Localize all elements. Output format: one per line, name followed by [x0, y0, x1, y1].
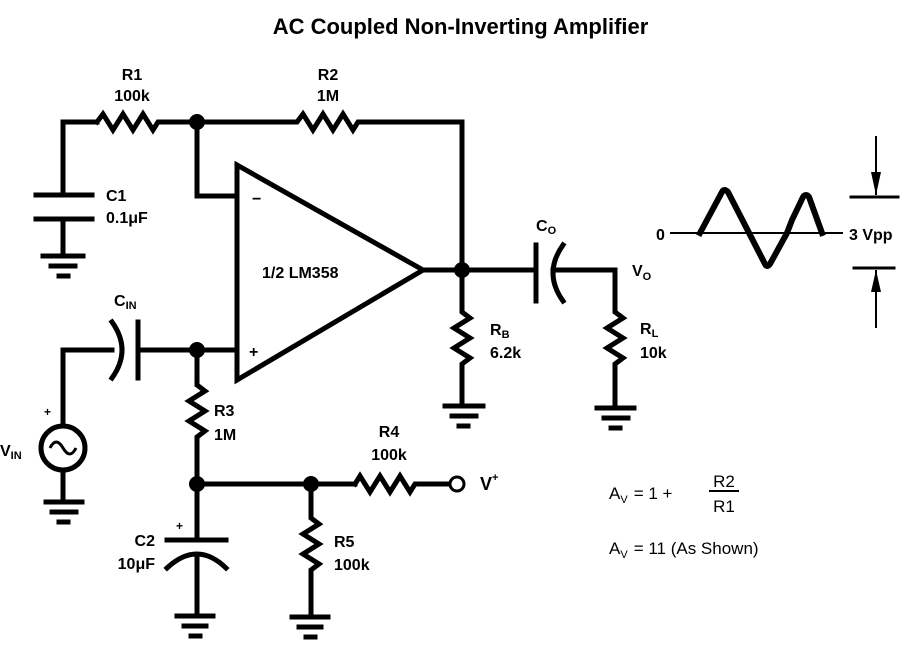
r2-value: 1M [317, 88, 339, 105]
c1-value: 0.1μF [106, 210, 148, 227]
rl-value: 10k [640, 345, 667, 362]
diagram-title: AC Coupled Non-Inverting Amplifier [272, 14, 649, 39]
opamp [234, 160, 428, 385]
opamp-inverting-sign: − [252, 191, 261, 208]
r1-value: 100k [114, 88, 150, 105]
vplus-terminal[interactable] [448, 475, 466, 493]
gain-numerator: R2 [713, 472, 735, 491]
vin-label: VIN [0, 443, 22, 462]
amplitude-dimension-arrows [849, 136, 900, 328]
r3-name: R3 [214, 403, 235, 420]
resistor-r2 [194, 109, 465, 273]
c2-value: 10μF [118, 556, 156, 573]
ground-icon [174, 613, 216, 639]
opamp-label: 1/2 LM358 [262, 265, 339, 282]
r4-value: 100k [371, 447, 407, 464]
r3-value: 1M [214, 427, 236, 444]
svg-text:AV= 11 (As Shown): AV= 11 (As Shown) [609, 539, 759, 561]
waveform-amplitude-label: 3 Vpp [849, 227, 893, 244]
gain-value: AV= 11 (As Shown) [609, 539, 759, 561]
cin-name: CIN [114, 293, 137, 312]
opamp-noninverting-sign: + [249, 344, 258, 361]
co-name: CO [536, 218, 557, 237]
resistor-r3 [184, 347, 210, 487]
ac-source-icon [38, 423, 88, 503]
r5-value: 100k [334, 557, 370, 574]
svg-text:AV= 1 +: AV= 1 + [609, 484, 673, 506]
wire-inverting-input [194, 119, 240, 199]
ground-icon [442, 403, 486, 429]
resistor-r5 [298, 481, 324, 619]
resistor-r4 [351, 471, 453, 497]
resistor-r1 [93, 109, 200, 135]
r5-name: R5 [334, 534, 355, 551]
c2-polarity: + [176, 519, 183, 533]
vplus-label: V+ [480, 472, 498, 494]
r2-name: R2 [318, 67, 339, 84]
wire-vin [60, 347, 115, 428]
ground-icon [43, 499, 85, 525]
capacitor-c1 [33, 192, 95, 258]
capacitor-c2 [163, 481, 230, 617]
resistor-rb [449, 267, 475, 408]
wire-c1-r1 [60, 119, 100, 193]
output-waveform [670, 187, 843, 269]
rb-name: RB [490, 322, 510, 341]
ground-icon [40, 253, 86, 279]
gain-denominator: R1 [713, 497, 735, 516]
c1-name: C1 [106, 188, 127, 205]
gain-formula: AV= 1 + R2 R1 [609, 472, 739, 516]
c2-name: C2 [135, 533, 156, 550]
rb-value: 6.2k [490, 345, 521, 362]
waveform-zero-label: 0 [656, 227, 665, 244]
vo-label: VO [632, 263, 652, 283]
rl-name: RL [640, 321, 659, 340]
vin-polarity: + [44, 405, 51, 419]
capacitor-cin [108, 318, 240, 382]
resistor-rl [602, 307, 628, 409]
capacitor-co [533, 241, 618, 313]
ground-icon [594, 405, 637, 431]
ground-icon [289, 614, 331, 640]
r1-name: R1 [122, 67, 143, 84]
r4-name: R4 [379, 424, 400, 441]
